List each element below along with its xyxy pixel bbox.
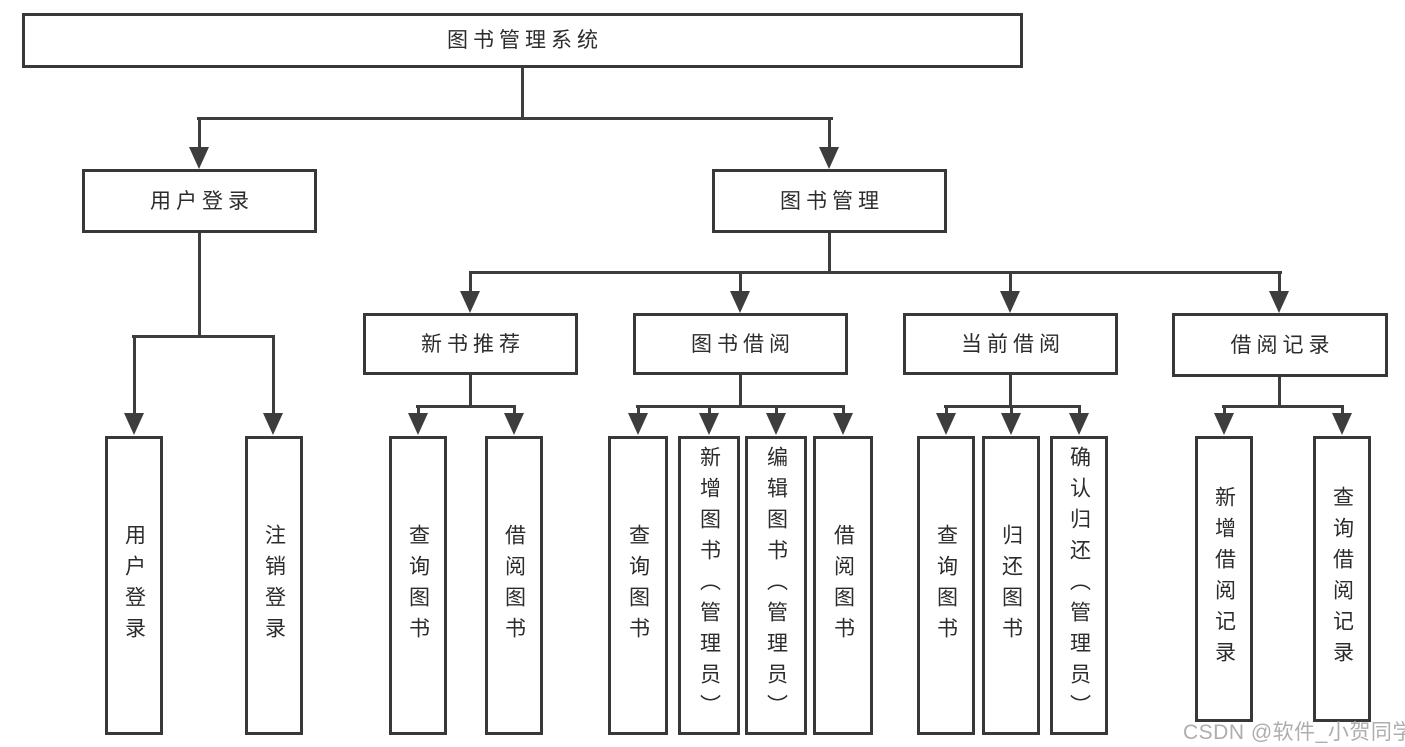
node-new-book-recommend: 新书推荐 [363, 313, 578, 375]
leaf-add-borrow-record-label: 新增借阅记录 [1212, 486, 1236, 672]
connector-userlogin-stem [198, 233, 201, 337]
node-new-book-recommend-label: 新书推荐 [421, 332, 525, 356]
leaf-return-book-label: 归还图书 [999, 523, 1023, 648]
connector-currentborrow-stem [1009, 375, 1012, 407]
connector-newbook-drop [469, 271, 472, 293]
node-current-borrow: 当前借阅 [903, 313, 1118, 375]
node-book-management-label: 图书管理 [780, 189, 884, 213]
node-book-borrow: 图书借阅 [633, 313, 848, 375]
leaf-query-books-label: 查询图书 [406, 523, 430, 648]
connector-bookborrow-stem [739, 375, 742, 407]
connector-borrowrecord-drop [1278, 271, 1281, 293]
arrow-to-leaf-add-book [699, 413, 719, 435]
connector-root-stem [521, 68, 524, 119]
connector-leaf-drop [133, 335, 136, 415]
leaf-query-books-label: 查询图书 [626, 523, 650, 648]
connector-leaf-drop [637, 405, 640, 417]
leaf-logout: 注销登录 [245, 436, 303, 735]
leaf-query-borrow-record: 查询借阅记录 [1313, 436, 1371, 722]
arrow-to-user-login [189, 147, 209, 169]
node-user-login-label: 用户登录 [150, 189, 254, 213]
arrow-to-leaf-add-record [1214, 413, 1234, 435]
leaf-return-book: 归还图书 [982, 436, 1040, 735]
node-borrow-records-label: 借阅记录 [1230, 333, 1335, 357]
leaf-add-book-admin: 新增图书（管理员） [678, 436, 740, 735]
arrow-to-borrow-records [1269, 291, 1289, 313]
node-root: 图书管理系统 [22, 13, 1023, 68]
arrow-to-book-borrow [730, 291, 750, 313]
arrow-to-new-book [460, 291, 480, 313]
leaf-add-book-admin-label: 新增图书（管理员） [697, 446, 721, 725]
leaf-query-books-current: 查询图书 [917, 436, 975, 735]
connector-leaf-drop [842, 405, 845, 417]
leaf-borrow-books-recommend: 借阅图书 [485, 436, 543, 735]
leaf-confirm-return-admin: 确认归还（管理员） [1050, 436, 1108, 735]
leaf-user-login-label: 用户登录 [122, 523, 146, 648]
connector-leaf-drop [945, 405, 948, 417]
arrow-to-leaf-user-login [124, 413, 144, 435]
node-book-management: 图书管理 [712, 169, 947, 233]
connector-bookmgmt-drop [828, 117, 831, 150]
connector-bookborrow-drop [739, 271, 742, 293]
connector-borrowrecord-stem [1278, 375, 1281, 407]
arrow-to-current-borrow [1000, 291, 1020, 313]
connector-leaf-drop [708, 405, 711, 417]
connector-bookmgmt-stem [828, 232, 831, 273]
arrow-to-leaf-query-books [936, 413, 956, 435]
arrow-to-leaf-query-record [1332, 413, 1352, 435]
arrow-to-leaf-edit-book [766, 413, 786, 435]
leaf-logout-label: 注销登录 [262, 523, 286, 648]
leaf-query-books-borrow: 查询图书 [608, 436, 668, 735]
csdn-watermark: CSDN @软件_小贺同学 [1183, 721, 1405, 744]
leaf-borrow-books-2: 借阅图书 [813, 436, 873, 735]
connector-leaf-drop [775, 405, 778, 417]
leaf-add-borrow-record: 新增借阅记录 [1195, 436, 1253, 722]
arrow-to-leaf-logout [263, 413, 283, 435]
leaf-user-login: 用户登录 [105, 436, 163, 735]
leaf-edit-book-admin-label: 编辑图书（管理员） [764, 446, 788, 725]
connector-level3-bar [469, 271, 1282, 274]
leaf-edit-book-admin: 编辑图书（管理员） [745, 436, 807, 735]
leaf-query-books-label: 查询图书 [934, 523, 958, 648]
arrow-to-book-management [819, 147, 839, 169]
arrow-to-leaf-query-books [628, 413, 648, 435]
connector-leaf-drop [513, 405, 516, 417]
connector-leaf-drop [272, 335, 275, 415]
connector-leaf-drop [1010, 405, 1013, 417]
connector-leaf-drop [417, 405, 420, 417]
leaf-borrow-books-label: 借阅图书 [831, 523, 855, 648]
connector-newbook-bar [416, 405, 516, 408]
connector-leaf-drop [1078, 405, 1081, 417]
node-current-borrow-label: 当前借阅 [961, 332, 1065, 356]
connector-borrowrecord-bar [1222, 405, 1344, 408]
connector-leaf-drop [1223, 405, 1226, 417]
leaf-confirm-return-admin-label: 确认归还（管理员） [1067, 446, 1091, 725]
arrow-to-leaf-confirm-return [1069, 413, 1089, 435]
arrow-to-leaf-borrow-books [504, 413, 524, 435]
connector-newbook-stem [469, 375, 472, 407]
connector-leaf-drop [1341, 405, 1344, 417]
connector-bookborrow-bar [636, 405, 844, 408]
leaf-query-books-recommend: 查询图书 [389, 436, 447, 735]
connector-level2-bar [197, 117, 833, 120]
connector-userlogin-drop [198, 117, 201, 150]
arrow-to-leaf-borrow-books [833, 413, 853, 435]
arrow-to-leaf-return-book [1001, 413, 1021, 435]
leaf-query-borrow-record-label: 查询借阅记录 [1330, 486, 1354, 672]
node-user-login: 用户登录 [82, 169, 317, 233]
node-book-borrow-label: 图书借阅 [691, 332, 795, 356]
node-borrow-records: 借阅记录 [1172, 313, 1388, 377]
leaf-borrow-books-label: 借阅图书 [502, 523, 526, 648]
arrow-to-leaf-query-books [408, 413, 428, 435]
connector-currentborrow-drop [1009, 271, 1012, 293]
node-root-label: 图书管理系统 [447, 29, 603, 52]
connector-userlogin-bar [132, 335, 275, 338]
